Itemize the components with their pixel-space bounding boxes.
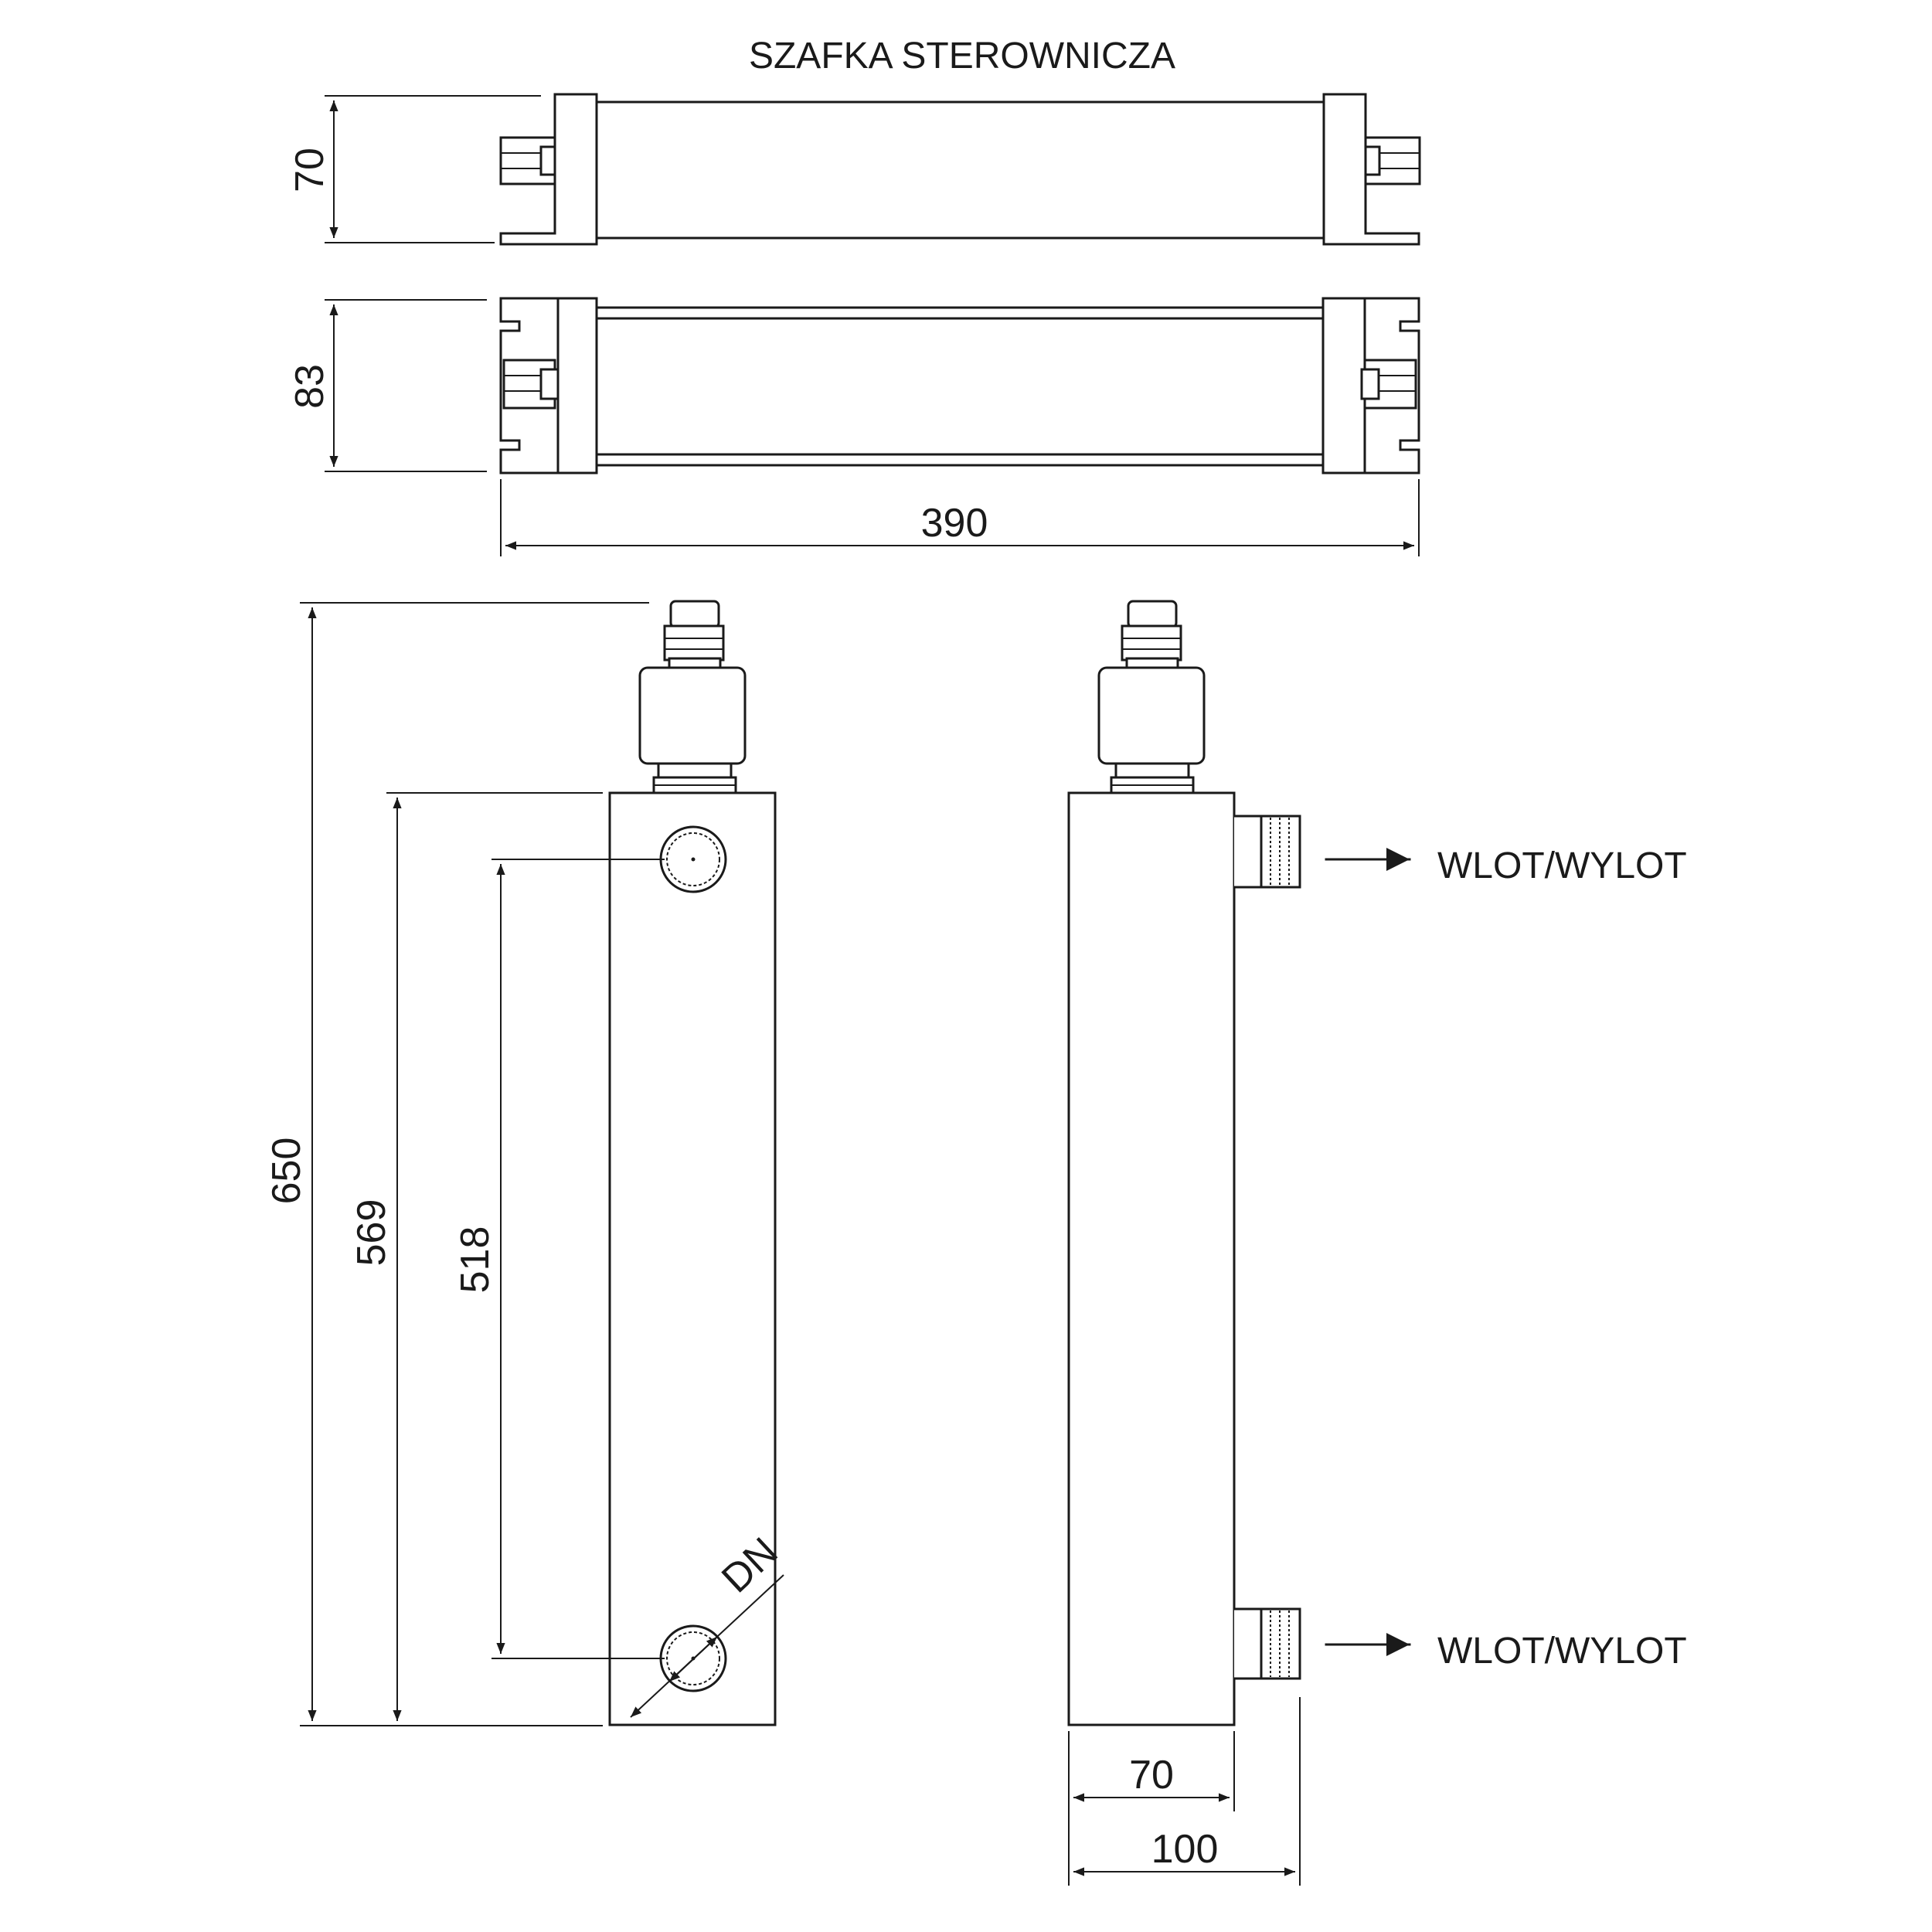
- threaded-nozzle-icon: [1234, 1607, 1301, 1680]
- lamp-cap-icon: [638, 600, 747, 794]
- cable-gland-icon: [1364, 136, 1421, 185]
- cabinet-top-view: 70: [287, 93, 1421, 246]
- chamber-body: [1067, 791, 1236, 1726]
- drawing-title: SZAFKA STEROWNICZA: [749, 36, 1175, 77]
- dim-total-height: 650: [264, 1138, 309, 1205]
- dim-cabinet-height-top: 70: [287, 148, 332, 192]
- lamp-cap-icon: [1097, 600, 1206, 794]
- threaded-nozzle-icon: [1234, 815, 1301, 889]
- port-circle-icon: [659, 825, 727, 893]
- dim-port-spacing: 518: [453, 1226, 498, 1294]
- port-label-lower: WLOT/WYLOT: [1437, 1631, 1687, 1672]
- cable-gland-icon: [499, 136, 556, 185]
- cable-gland-icon: [1360, 359, 1417, 410]
- chamber-body: [608, 791, 777, 1726]
- dim-cabinet-height-front: 83: [287, 364, 332, 409]
- dim-body-height: 569: [349, 1199, 394, 1267]
- dim-cabinet-width: 390: [921, 501, 988, 546]
- dim-body-width: 70: [1129, 1753, 1174, 1798]
- cable-gland-icon: [502, 359, 560, 410]
- chamber-front-view: DN 650 569 518: [264, 600, 787, 1726]
- chamber-side-view: WLOT/WYLOT WLOT/WYLOT 70 100: [1067, 600, 1687, 1886]
- dim-width-with-ports: 100: [1151, 1827, 1219, 1872]
- port-label-upper: WLOT/WYLOT: [1437, 845, 1687, 886]
- cabinet-front-view: 83 390: [287, 297, 1420, 556]
